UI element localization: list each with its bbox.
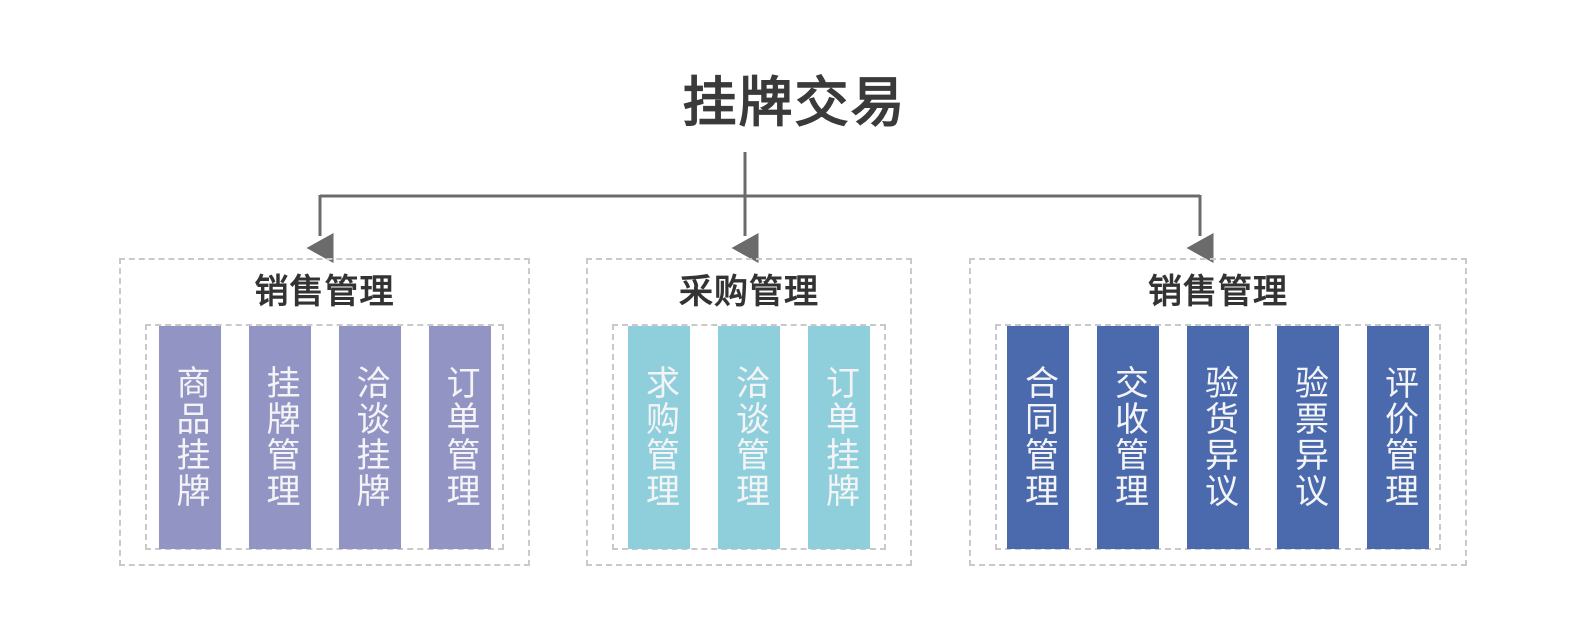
item-label: 验票异议 [1289, 365, 1328, 509]
item-card[interactable]: 订单挂牌 [808, 325, 870, 549]
group-settlement: 销售管理 合同管理 交收管理 验货异议 验票异议 评价管理 [969, 258, 1467, 566]
item-card[interactable]: 商品挂牌 [158, 325, 221, 549]
item-card[interactable]: 洽谈管理 [718, 325, 780, 549]
item-label: 求购管理 [640, 365, 679, 509]
item-label: 订单挂牌 [820, 365, 859, 509]
item-card[interactable]: 订单管理 [428, 325, 491, 549]
group-title: 采购管理 [679, 273, 819, 311]
item-label: 商品挂牌 [171, 365, 209, 509]
item-label: 挂牌管理 [261, 365, 299, 509]
item-label: 合同管理 [1019, 365, 1058, 509]
group-title: 销售管理 [1148, 273, 1288, 311]
item-label: 洽谈管理 [730, 365, 769, 509]
group-procurement: 采购管理 求购管理 洽谈管理 订单挂牌 [586, 258, 912, 566]
item-card[interactable]: 挂牌管理 [248, 325, 311, 549]
group-items-container: 合同管理 交收管理 验货异议 验票异议 评价管理 [995, 324, 1441, 550]
item-label: 订单管理 [441, 365, 479, 509]
group-sales-listing: 销售管理 商品挂牌 挂牌管理 洽谈挂牌 订单管理 [119, 258, 530, 566]
item-card[interactable]: 合同管理 [1007, 325, 1069, 549]
item-label: 交收管理 [1109, 365, 1148, 509]
item-card[interactable]: 求购管理 [628, 325, 690, 549]
root-node-title: 挂牌交易 [682, 73, 907, 133]
item-label: 洽谈挂牌 [351, 365, 389, 509]
group-items-container: 求购管理 洽谈管理 订单挂牌 [612, 324, 886, 550]
item-card[interactable]: 验票异议 [1277, 325, 1339, 549]
item-label: 验货异议 [1199, 365, 1238, 509]
item-card[interactable]: 交收管理 [1097, 325, 1159, 549]
item-label: 评价管理 [1379, 365, 1418, 509]
group-title: 销售管理 [254, 273, 395, 311]
item-card[interactable]: 洽谈挂牌 [338, 325, 401, 549]
group-items-container: 商品挂牌 挂牌管理 洽谈挂牌 订单管理 [145, 324, 504, 550]
item-card[interactable]: 评价管理 [1367, 325, 1429, 549]
item-card[interactable]: 验货异议 [1187, 325, 1249, 549]
